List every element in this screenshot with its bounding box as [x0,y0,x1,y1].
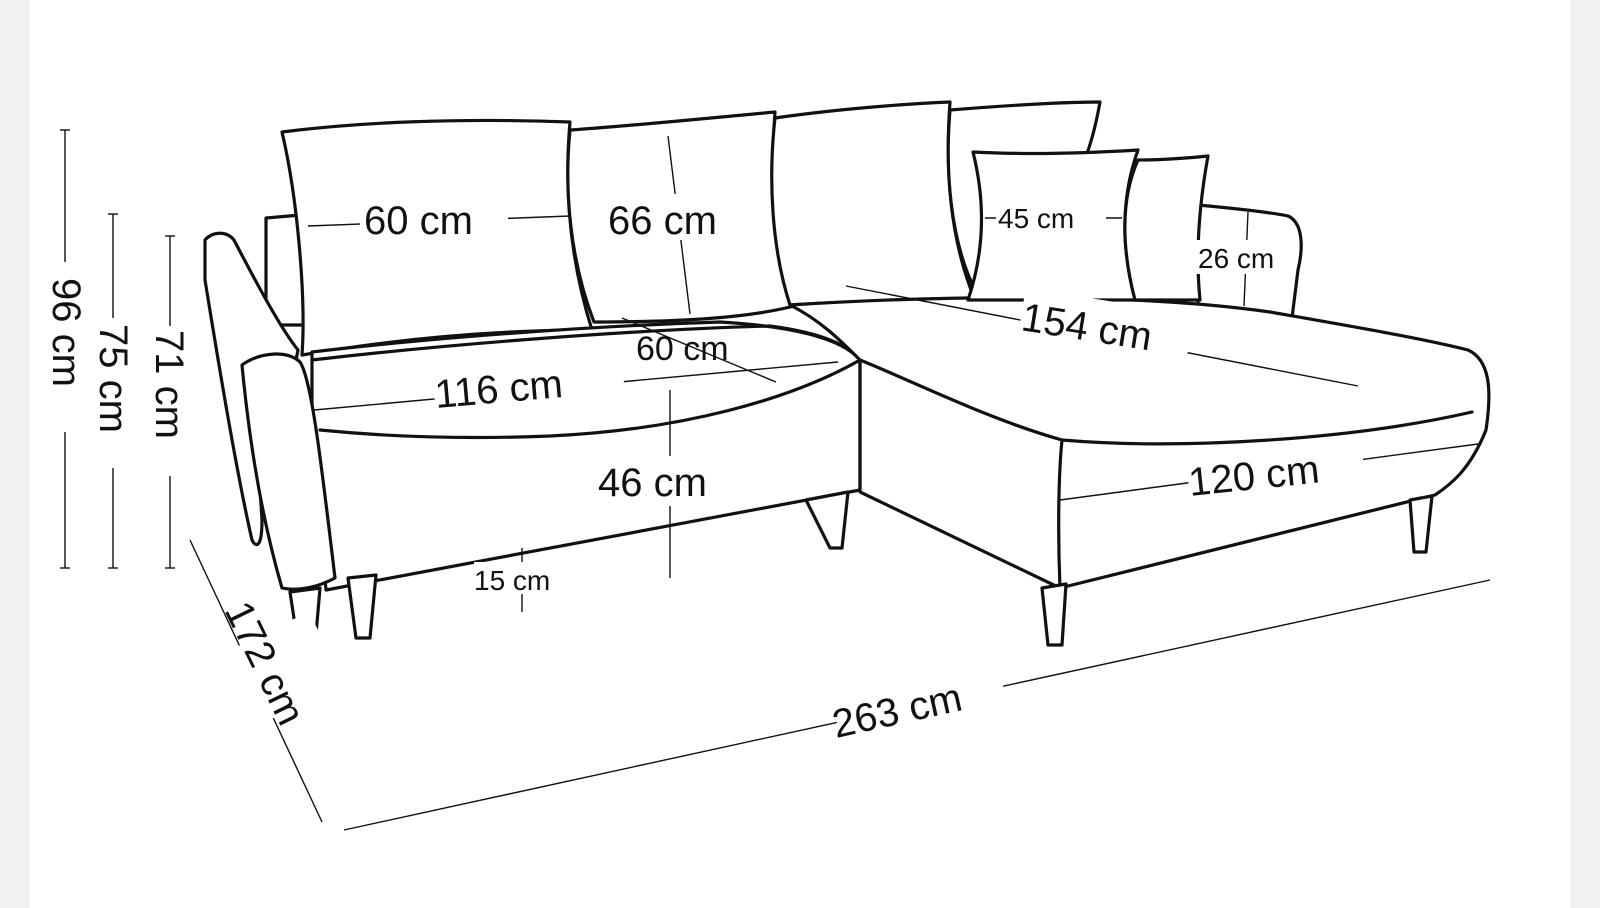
leg-chaise-right [1408,494,1434,554]
leg-front-mid [346,573,378,640]
left-armrest-front [240,352,337,591]
label-large-cushion-width: 60 cm [364,199,473,243]
dim-line-seat-60 [621,317,777,383]
small-cushion-2 [1123,154,1210,302]
chaise-left-edge [858,358,1062,590]
sofa-outline [203,100,1491,660]
label-armrest-height: 71 cm [147,330,191,439]
label-leg-height: 15 cm [474,565,550,596]
label-small-cushion-width: 45 cm [998,203,1074,234]
label-total-height: 96 cm [44,278,88,387]
leg-chaise-front [1040,582,1068,647]
label-large-cushion-height: 66 cm [608,199,717,243]
chaise-cushion-edge [1060,410,1474,446]
label-backrest-height: 75 cm [91,324,135,433]
label-small-cushion-height: 26 cm [1198,243,1274,274]
diagram-svg: 96 cm 75 cm 71 cm 172 cm 263 cm 60 cm 66… [44,100,1491,831]
label-seat-depth: 60 cm [636,330,729,368]
dimension-labels: 96 cm 75 cm 71 cm 172 cm 263 cm 60 cm 66… [44,194,1367,750]
back-cushion-3 [770,100,977,307]
sofa-dimension-diagram: 96 cm 75 cm 71 cm 172 cm 263 cm 60 cm 66… [30,0,1570,908]
leg-back-mid [804,490,850,550]
label-seat-height: 46 cm [598,461,707,505]
